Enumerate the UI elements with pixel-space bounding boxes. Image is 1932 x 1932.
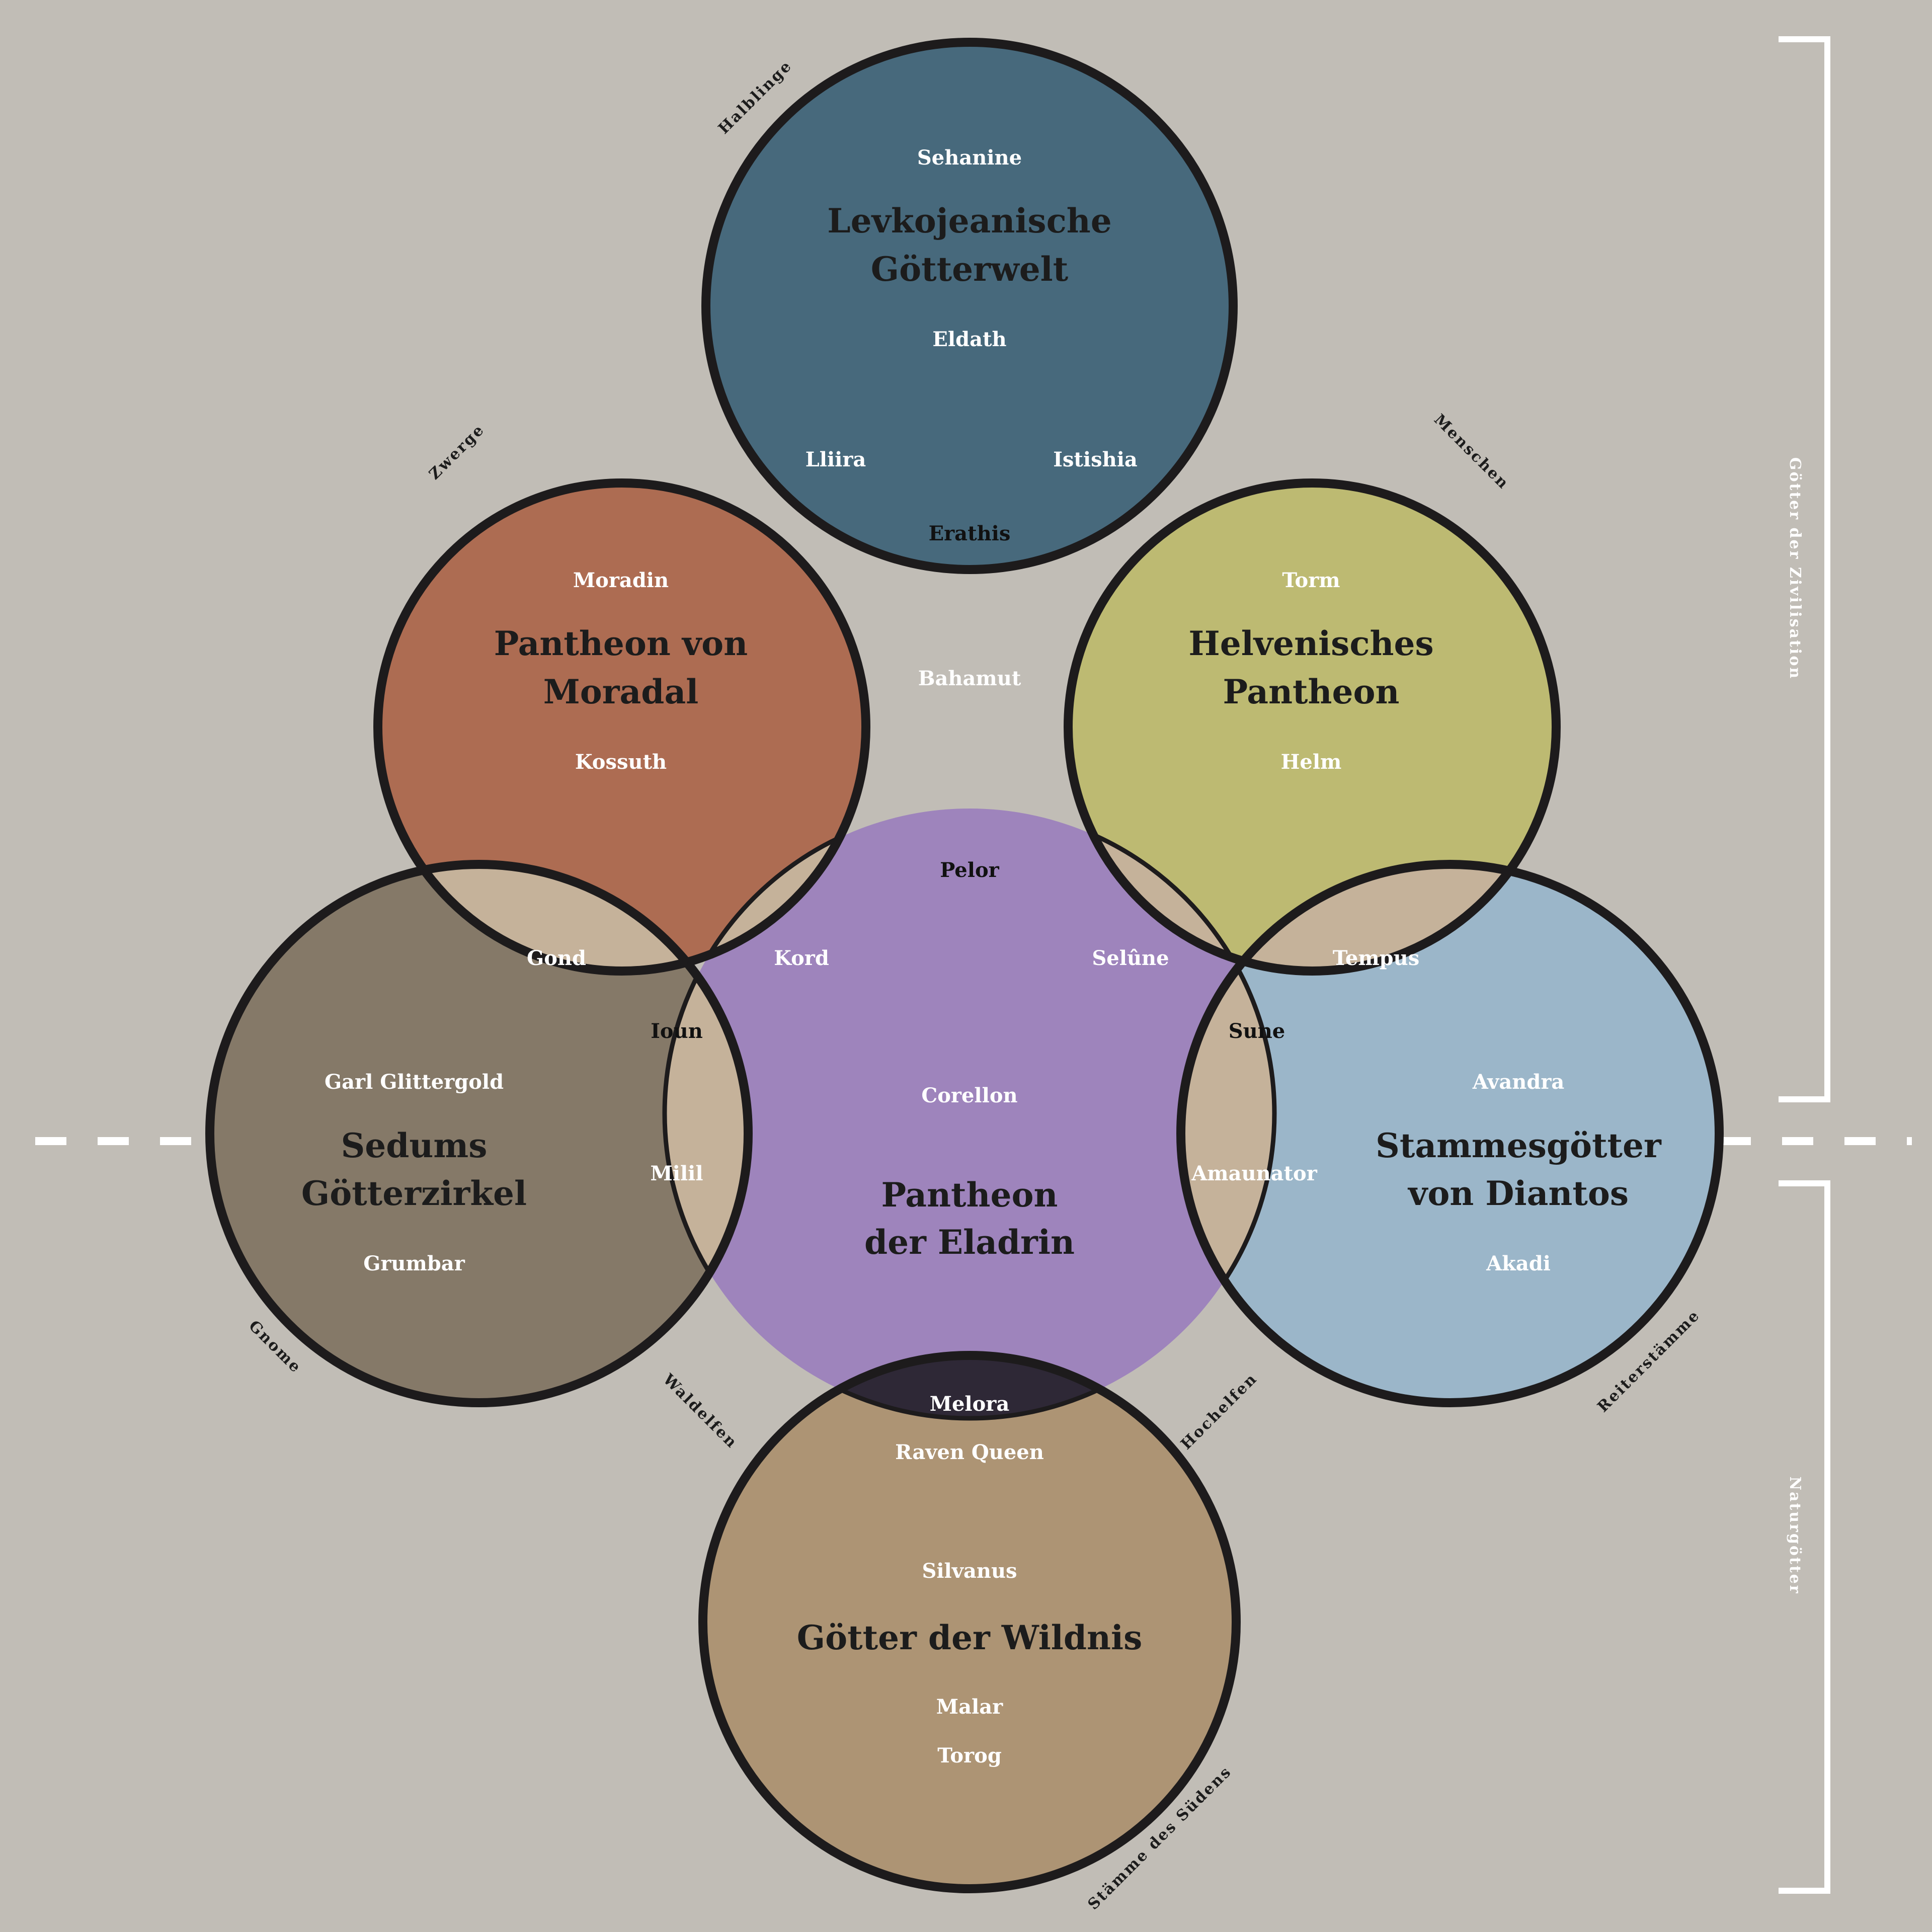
deity-kossuth: Kossuth (575, 750, 667, 774)
deity-corellon: Corellon (921, 1084, 1017, 1107)
overlap-deities: Lliira Istishia Erathis Bahamut Pelor Go… (527, 448, 1419, 1464)
deity-istishia: Istishia (1053, 448, 1138, 471)
deity-sune: Sune (1229, 1019, 1285, 1043)
people-zwerge: Zwerge (426, 421, 488, 483)
sedum-title-1: Sedums (341, 1126, 488, 1165)
people-hochelfen: Hochelfen (1177, 1370, 1261, 1453)
deity-silvanus: Silvanus (922, 1559, 1017, 1583)
diantos-title-1: Stammesgötter (1376, 1126, 1662, 1165)
pantheon-deities: Sehanine Eldath Moradin Kossuth Torm Hel… (325, 146, 1564, 1767)
circle-fills (210, 42, 1719, 1889)
sedum-title-2: Götterzirkel (301, 1174, 527, 1213)
deity-lliira: Lliira (806, 448, 866, 471)
deity-sehanine: Sehanine (917, 146, 1022, 170)
levkojeanisch-title-2: Götterwelt (871, 250, 1069, 289)
bracket-zivilisation: Götter der Zivilisation (1779, 36, 1830, 1102)
eladrin-title-1: Pantheon (881, 1175, 1058, 1215)
bracket-label-natur: Naturgötter (1786, 1477, 1804, 1595)
people-menschen: Menschen (1430, 411, 1512, 493)
deity-selune: Selûne (1092, 946, 1169, 970)
people-waldelfen: Waldelfen (659, 1371, 741, 1453)
helvenisch-title-1: Helvenisches (1188, 624, 1433, 663)
moradal-title-2: Moradal (543, 672, 699, 711)
wildnis-title: Götter der Wildnis (797, 1618, 1142, 1657)
helvenisch-title-2: Pantheon (1223, 672, 1399, 711)
deity-pelor: Pelor (940, 858, 999, 882)
deity-malar: Malar (936, 1695, 1003, 1719)
eladrin-title-2: der Eladrin (864, 1223, 1075, 1262)
deity-ioun: Ioun (651, 1019, 703, 1043)
deity-gond: Gond (527, 946, 586, 970)
deity-raven-queen: Raven Queen (895, 1440, 1044, 1464)
diantos-title-2: von Diantos (1407, 1174, 1629, 1213)
pantheon-titles: Levkojeanische Götterwelt Pantheon von M… (301, 201, 1662, 1657)
deity-garl-glittergold: Garl Glittergold (325, 1070, 504, 1094)
deity-milil: Milil (650, 1162, 703, 1185)
deity-helm: Helm (1281, 750, 1342, 774)
deity-amaunator: Amaunator (1191, 1162, 1318, 1185)
deity-grumbar: Grumbar (363, 1252, 465, 1275)
deity-tempus: Tempus (1333, 946, 1420, 970)
deity-akadi: Akadi (1486, 1252, 1551, 1275)
deity-kord: Kord (774, 946, 829, 970)
bracket-natur: Naturgötter (1779, 1180, 1830, 1894)
deity-bahamut: Bahamut (918, 667, 1021, 690)
deity-torog: Torog (937, 1744, 1002, 1767)
bracket-label-zivilisation: Götter der Zivilisation (1786, 457, 1804, 680)
deity-avandra: Avandra (1472, 1070, 1565, 1094)
deity-melora: Melora (930, 1392, 1010, 1416)
levkojeanisch-title-1: Levkojeanische (827, 201, 1112, 240)
deity-moradin: Moradin (573, 569, 669, 592)
deity-erathis: Erathis (929, 522, 1011, 545)
deity-eldath: Eldath (932, 328, 1006, 351)
deity-torm: Torm (1282, 569, 1340, 592)
moradal-title-1: Pantheon von (494, 624, 748, 663)
